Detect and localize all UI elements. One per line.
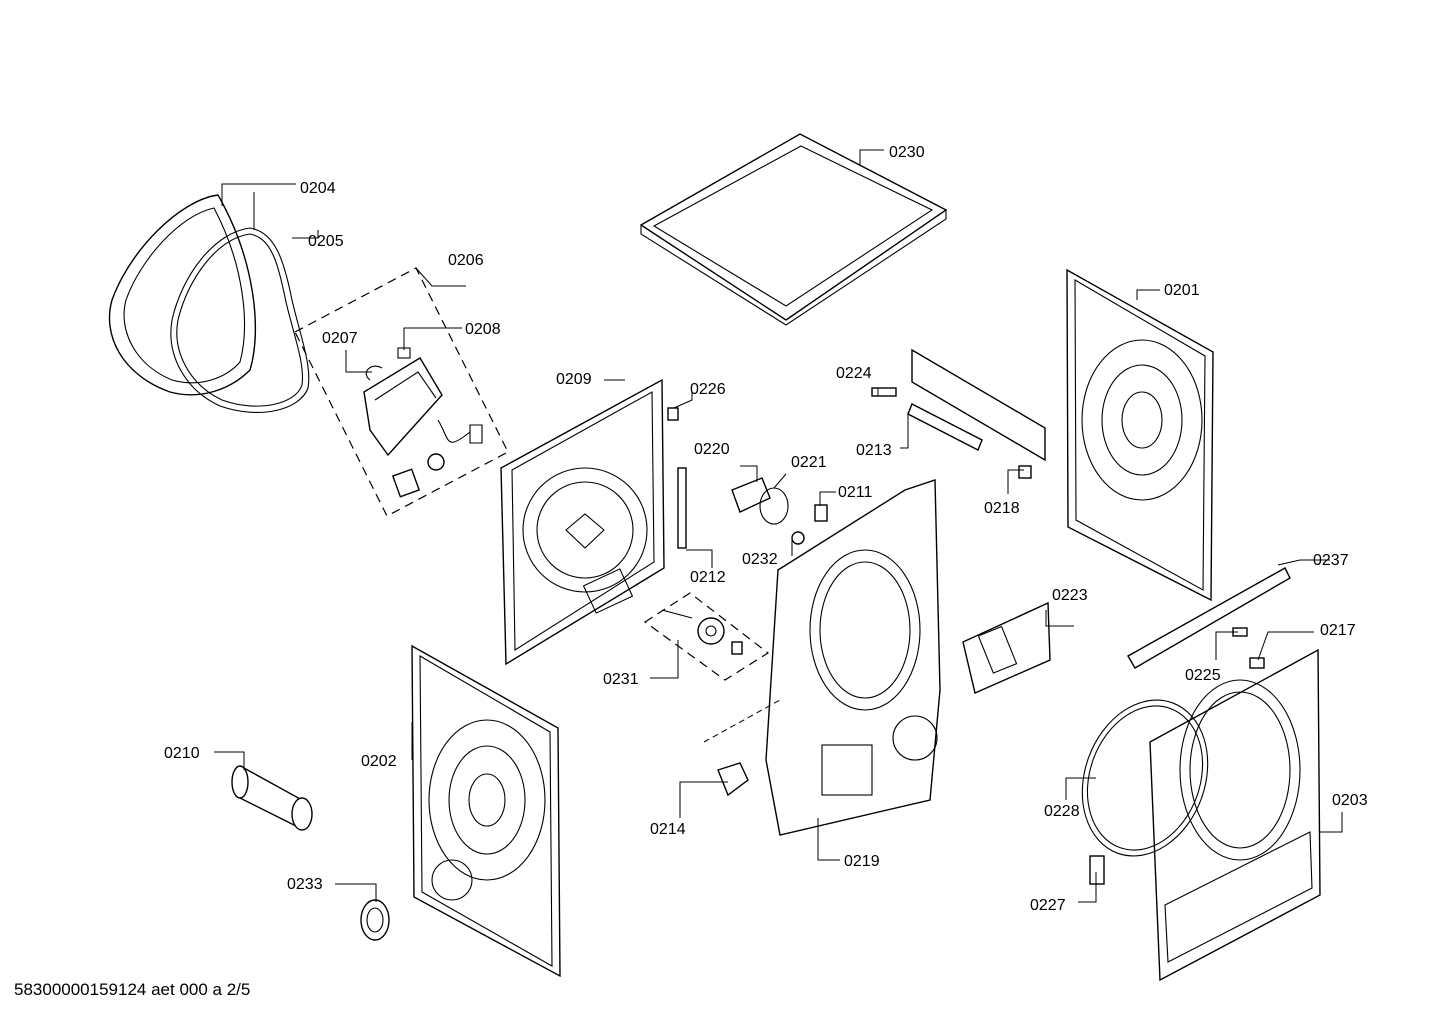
part-0230-top-cover bbox=[639, 133, 948, 326]
label-0218: 0218 bbox=[984, 500, 1020, 517]
label-0237: 0237 bbox=[1313, 552, 1349, 569]
label-0224: 0224 bbox=[836, 365, 872, 382]
label-0220: 0220 bbox=[694, 441, 730, 458]
label-0233: 0233 bbox=[287, 876, 323, 893]
label-0213: 0213 bbox=[856, 442, 892, 459]
part-0228-front-seal bbox=[1081, 699, 1209, 857]
part-0220-bracket bbox=[731, 477, 771, 513]
part-0211-sensor bbox=[814, 504, 828, 522]
label-0226: 0226 bbox=[690, 381, 726, 398]
part-0213-connector bbox=[907, 403, 983, 451]
part-labels: 0204 0205 0206 0207 0208 0209 0226 0220 … bbox=[164, 144, 1368, 914]
part-0237-top-rail bbox=[1127, 567, 1291, 669]
part-0205-door-seal bbox=[170, 227, 310, 413]
label-0231: 0231 bbox=[603, 671, 639, 688]
label-0203: 0203 bbox=[1332, 792, 1368, 809]
part-0204-door-inner-frame bbox=[108, 194, 257, 396]
part-0224-control-board bbox=[871, 348, 1046, 462]
label-0217: 0217 bbox=[1320, 622, 1356, 639]
part-0232-fitting bbox=[791, 531, 805, 545]
label-0204: 0204 bbox=[300, 180, 336, 197]
part-0212-rail bbox=[677, 467, 687, 549]
label-0210: 0210 bbox=[164, 745, 200, 762]
part-0217-hinge bbox=[1249, 657, 1265, 669]
part-0214-fitting bbox=[717, 762, 749, 797]
part-0221-ring bbox=[759, 487, 789, 525]
part-0231-group bbox=[643, 592, 770, 681]
part-0210-hose bbox=[231, 765, 313, 831]
label-0214: 0214 bbox=[650, 821, 686, 838]
part-0219-front-frame bbox=[765, 479, 941, 836]
part-0233-cap bbox=[360, 899, 390, 941]
label-0209: 0209 bbox=[556, 371, 592, 388]
label-0219: 0219 bbox=[844, 853, 880, 870]
label-0207: 0207 bbox=[322, 330, 358, 347]
part-0227-latch bbox=[1089, 855, 1105, 885]
label-0225: 0225 bbox=[1185, 667, 1221, 684]
part-0201-side-panel bbox=[1066, 268, 1214, 602]
label-0232: 0232 bbox=[742, 551, 778, 568]
label-0221: 0221 bbox=[791, 454, 827, 471]
label-0211: 0211 bbox=[838, 484, 873, 501]
part-0226-clip bbox=[667, 407, 679, 421]
label-0212: 0212 bbox=[690, 569, 726, 586]
label-0228: 0228 bbox=[1044, 803, 1080, 820]
label-0227: 0227 bbox=[1030, 897, 1066, 914]
document-reference: 58300000159124 aet 000 a 2/5 bbox=[14, 980, 251, 999]
label-0223: 0223 bbox=[1052, 587, 1088, 604]
label-0202: 0202 bbox=[361, 753, 397, 770]
leader-lines bbox=[214, 149, 1343, 903]
part-0223-filter bbox=[962, 601, 1051, 694]
part-0206-group bbox=[294, 267, 509, 517]
label-0230: 0230 bbox=[889, 144, 925, 161]
label-0201: 0201 bbox=[1164, 282, 1200, 299]
part-0203-front-panel bbox=[1149, 648, 1321, 982]
part-0207-lamp-housing bbox=[363, 357, 443, 457]
label-0208: 0208 bbox=[465, 321, 501, 338]
part-0202-side-panel bbox=[411, 644, 561, 978]
label-0205: 0205 bbox=[308, 233, 344, 250]
part-0218-clip bbox=[1018, 465, 1032, 479]
label-0206: 0206 bbox=[448, 252, 484, 269]
part-0209-rear-panel bbox=[500, 378, 665, 666]
